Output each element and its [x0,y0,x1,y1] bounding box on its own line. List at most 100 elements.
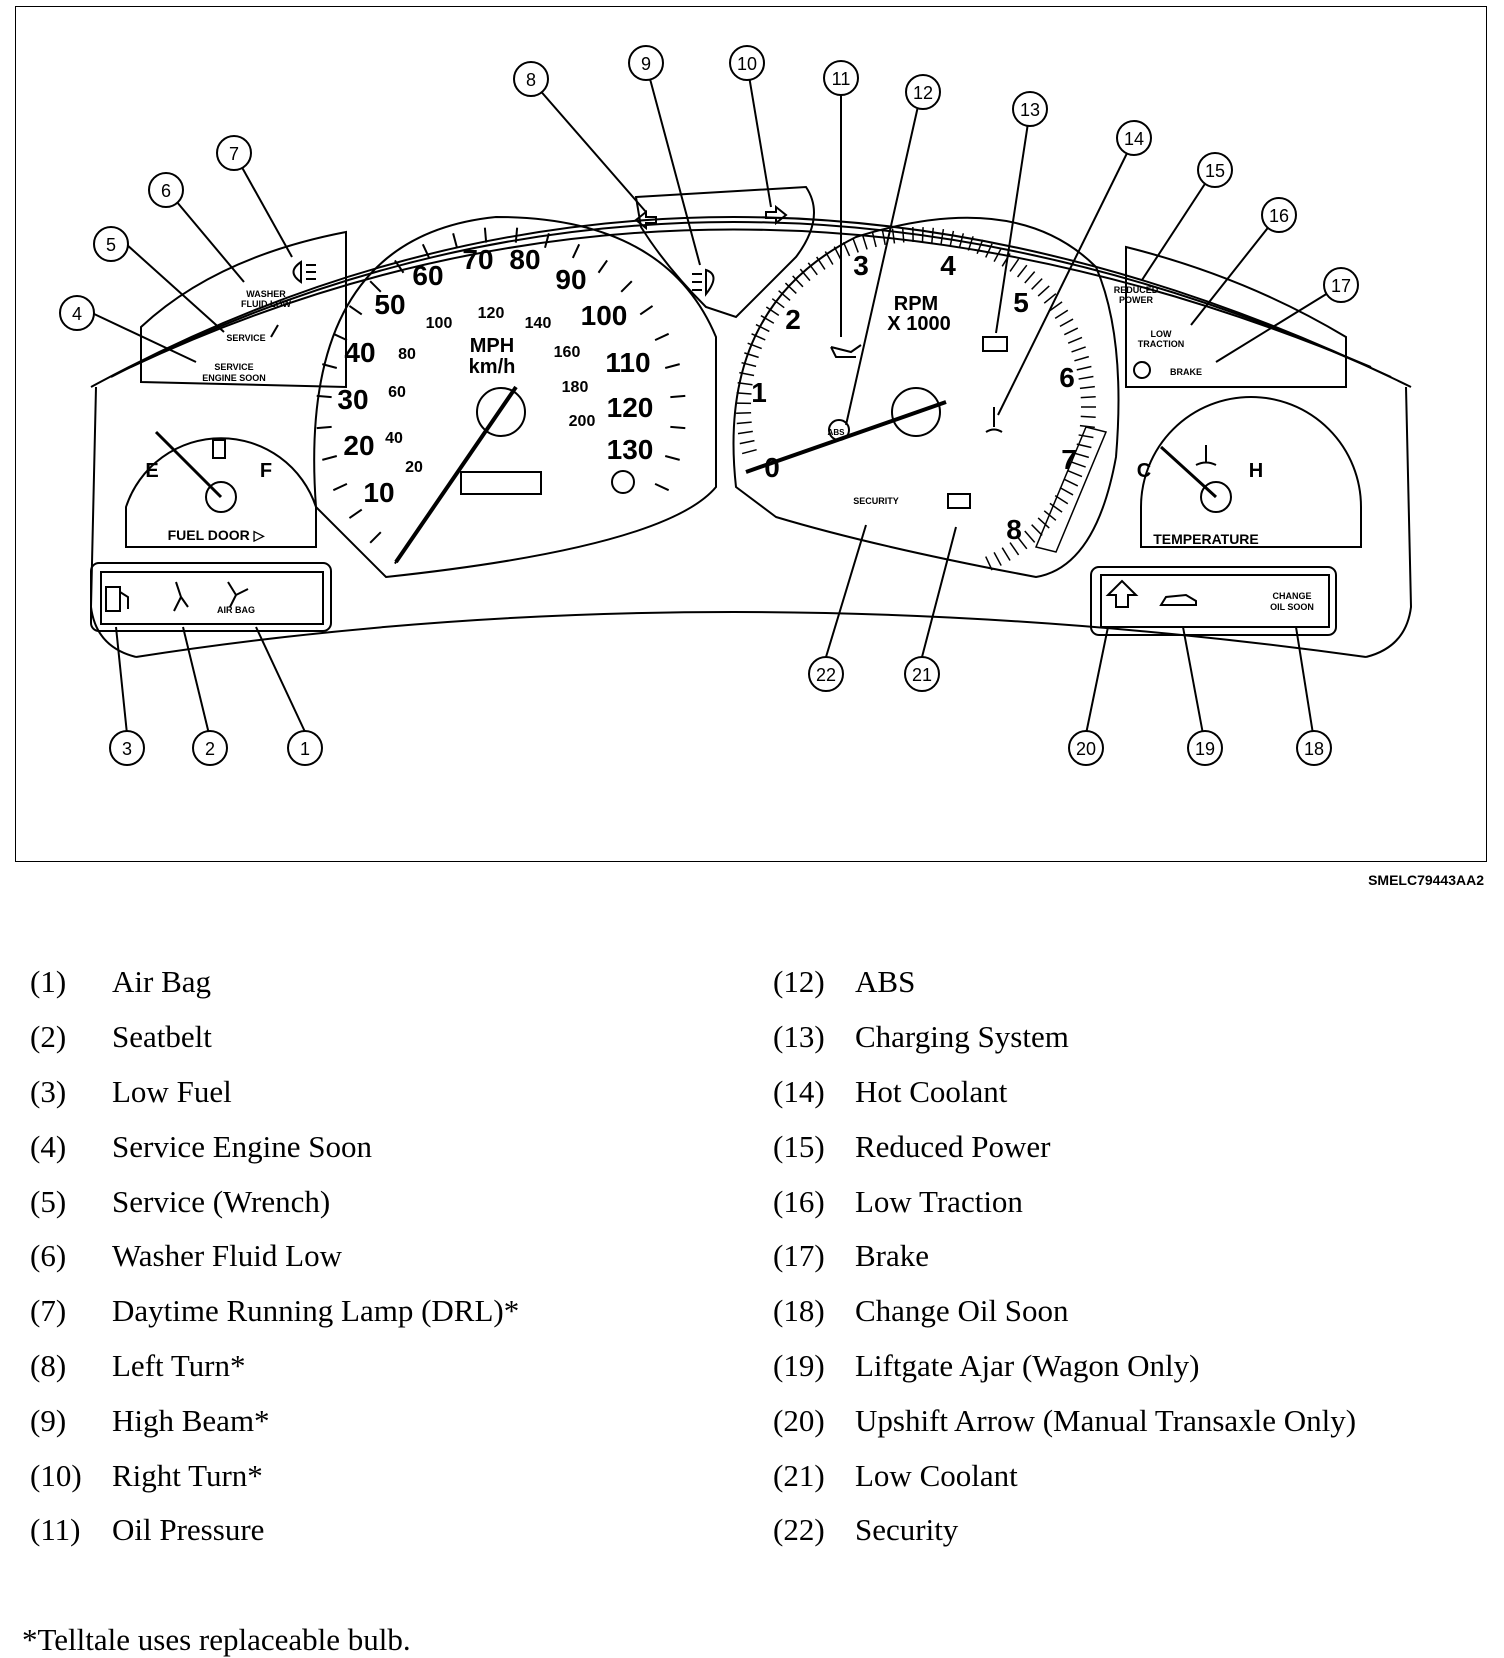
tach-tick [736,413,751,414]
mph-label-100: 100 [581,300,628,331]
legend-item-number: (9) [30,1403,112,1439]
speedo-units-kmh: km/h [469,356,516,378]
callout-18: 18 [1297,731,1331,765]
speedo-tick [640,306,652,315]
tach-tick [1055,310,1068,318]
legend-item-label: Upshift Arrow (Manual Transaxle Only) [855,1403,1356,1439]
tach-tick [932,228,933,243]
legend-item-label: Seatbelt [112,1019,212,1055]
mph-label-40: 40 [344,337,375,368]
speedo-tick [349,306,361,315]
legend-item-label: Daytime Running Lamp (DRL)* [112,1293,519,1329]
legend-item-number: (12) [773,964,855,1000]
legend-item: (9)High Beam* [30,1393,519,1448]
legend-item: (17)Brake [773,1229,1356,1284]
legend-item-label: Low Coolant [855,1458,1018,1494]
low-traction-text-2: TRACTION [1138,339,1185,349]
mph-label-130: 130 [607,434,654,465]
callout-17: 17 [1324,268,1358,302]
tach-label-2: 2 [785,304,801,335]
svg-text:21: 21 [912,665,932,685]
svg-text:2: 2 [205,739,215,759]
temp-hot-label: H [1249,460,1263,482]
oil-pressure-icon [831,345,861,357]
svg-text:8: 8 [526,70,536,90]
tach-tick [941,229,943,244]
service-text: SERVICE [226,333,265,343]
svg-text:6: 6 [161,181,171,201]
svg-text:22: 22 [816,665,836,685]
tach-tick [1081,397,1096,398]
tach-tick [872,232,876,247]
speedo-tick [333,484,347,490]
footnote: *Telltale uses replaceable bulb. [22,1622,411,1658]
leader-5 [126,244,224,332]
figure-reference-code: SMELC79443AA2 [1368,872,1484,888]
tach-tick [1080,426,1095,428]
legend-item: (10)Right Turn* [30,1448,519,1503]
legend-item: (6)Washer Fluid Low [30,1229,519,1284]
legend-item: (1)Air Bag [30,955,519,1010]
legend-item-number: (18) [773,1293,855,1329]
speedo-tick [453,233,457,247]
legend-item-label: Liftgate Ajar (Wagon Only) [855,1348,1199,1384]
legend-item-number: (11) [30,1512,112,1548]
callout-12: 12 [906,75,940,109]
legend-item: (20)Upshift Arrow (Manual Transaxle Only… [773,1393,1356,1448]
legend-item-number: (2) [30,1019,112,1055]
legend-item: (14)Hot Coolant [773,1065,1356,1120]
leader-20 [1086,627,1108,734]
callout-15: 15 [1198,153,1232,187]
bottom-right-telltale-inner [1101,575,1329,627]
tach-tick [863,235,867,249]
legend-item-number: (17) [773,1238,855,1274]
tach-label-1: 1 [751,377,767,408]
fuel-door-caption: FUEL DOOR ▷ [168,527,266,543]
svg-text:3: 3 [122,739,132,759]
legend-item: (2)Seatbelt [30,1010,519,1065]
reduced-power-text-1: REDUCED [1114,285,1159,295]
legend-item: (16)Low Traction [773,1174,1356,1229]
tach-tick [1072,347,1086,352]
tach-tick [922,227,923,242]
legend-item-label: Left Turn* [112,1348,246,1384]
fuel-pump-icon [106,587,120,611]
speedo-tick [670,396,685,397]
temp-cold-label: C [1137,460,1151,482]
legend-item: (8)Left Turn* [30,1339,519,1394]
tach-tick [1055,496,1068,504]
kmh-label-180: 180 [562,379,589,396]
leader-2 [183,627,209,734]
tach-label-3: 3 [853,250,869,281]
legend-item-number: (8) [30,1348,112,1384]
legend-item: (11)Oil Pressure [30,1503,519,1558]
tach-tick [1038,286,1049,296]
legend-item-label: Brake [855,1238,929,1274]
upshift-arrow-icon [1108,581,1136,607]
legend-item-number: (1) [30,964,112,1000]
legend-item-number: (19) [773,1348,855,1384]
kmh-label-40: 40 [385,430,403,447]
tach-units-rpm: RPM [894,293,938,315]
cluster-drawing: 10 20 30 40 50 60 70 80 90 100 110 120 1… [16,7,1488,863]
trip-reset-knob [612,471,634,493]
tach-tick [1068,337,1082,343]
leader-15 [1142,170,1214,280]
odometer-display [461,472,541,494]
svg-text:17: 17 [1331,276,1351,296]
legend-item: (22)Security [773,1503,1356,1558]
speedo-tick [516,228,517,243]
temp-needle [1161,447,1216,497]
tach-tick [1032,525,1043,536]
kmh-label-140: 140 [525,315,552,332]
legend-item: (21)Low Coolant [773,1448,1356,1503]
legend-item: (3)Low Fuel [30,1065,519,1120]
svg-text:19: 19 [1195,739,1215,759]
airbag-text: AIR BAG [217,605,255,615]
tach-tick [1079,377,1094,380]
liftgate-icon [1161,595,1196,605]
callout-19: 19 [1188,731,1222,765]
leader-10 [747,64,771,207]
mph-label-120: 120 [607,392,654,423]
speedo-tick [317,427,332,428]
